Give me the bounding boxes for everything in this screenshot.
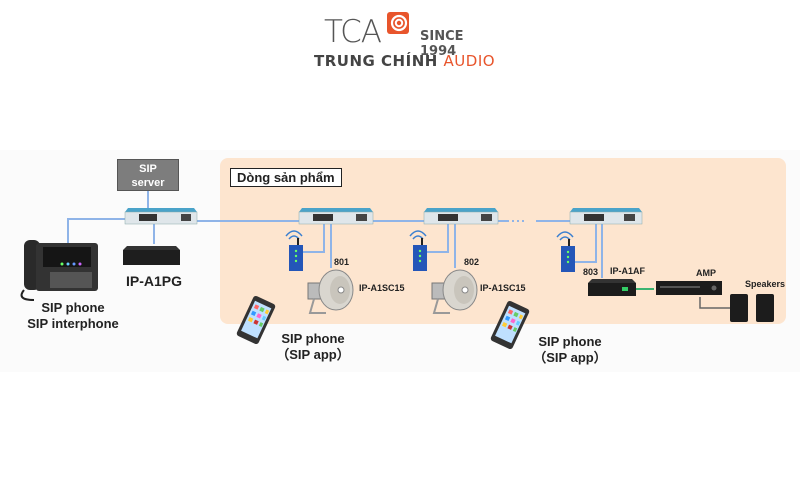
ip-a1af-device-icon: [588, 279, 636, 296]
sip-server-box: SIP server: [117, 159, 179, 191]
extension-802: 802: [464, 257, 480, 267]
gateway-label: IP-A1PG: [126, 273, 183, 289]
sip-server-line1: SIP: [139, 163, 157, 175]
speakers-label: Speakers: [745, 279, 786, 289]
extension-803: 803: [583, 267, 599, 277]
wireless-ap-icon-3: [556, 231, 575, 272]
smartphone-icon-1: [236, 295, 276, 345]
ap-link-1: [303, 222, 325, 253]
sip-app-label-1: SIP phone （SIP app）: [268, 331, 358, 363]
sip-app-label-2-line1: SIP phone: [538, 334, 602, 349]
smartphone-icon-2: [490, 300, 530, 350]
ap-link-2: [427, 222, 449, 253]
sip-app-label-2: SIP phone （SIP app）: [525, 334, 615, 366]
horn-speaker-icon-1: [307, 269, 354, 314]
amplifier-icon: [656, 281, 722, 295]
network-lines: [67, 191, 603, 278]
sip-server-line2: server: [131, 177, 165, 189]
horn-speaker-icon-2: [431, 269, 478, 314]
product-line-label: Dòng sản phẩm: [230, 168, 342, 187]
device-label-2: IP-A1SC15: [480, 283, 526, 293]
wireless-ap-icon-1: [285, 230, 303, 271]
wireless-ap-icon-2: [409, 230, 427, 271]
logo-name-main: TRUNG CHÍNH: [314, 52, 438, 70]
desk-phone-label-line1: SIP phone: [41, 300, 105, 315]
device-label-3: IP-A1AF: [610, 266, 646, 276]
extension-801: 801: [334, 257, 350, 267]
sip-app-label-1-line1: SIP phone: [281, 331, 345, 346]
wall-speakers-icon: [730, 294, 774, 322]
phone-link: [67, 218, 130, 245]
switch-icon-3: [569, 208, 643, 225]
device-label-1: IP-A1SC15: [359, 283, 405, 293]
desk-phone-label: SIP phone SIP interphone: [14, 300, 132, 332]
amp-label: AMP: [696, 268, 716, 278]
logo-brand: TCA: [324, 14, 382, 50]
switch-icon-1: [298, 208, 374, 225]
desk-phone-label-line2: SIP interphone: [27, 316, 119, 331]
logo-company-name: TRUNG CHÍNH AUDIO: [314, 52, 495, 70]
logo-since: SINCE 1994: [420, 29, 464, 59]
switch-icon-2: [423, 208, 499, 225]
gateway-device-icon: [123, 246, 180, 265]
sip-desk-phone-icon: [20, 240, 98, 301]
sip-app-label-1-line2: （SIP app）: [276, 347, 350, 362]
switch-icon-main: [124, 208, 198, 225]
tca-logo: TCA SINCE 1994 TRUNG CHÍNH AUDIO: [314, 12, 495, 74]
logo-name-accent: AUDIO: [443, 52, 496, 70]
sip-app-label-2-line2: （SIP app）: [533, 350, 607, 365]
ap-link-3: [575, 222, 597, 263]
speaker-cable: [699, 297, 738, 309]
logo-mark-icon: [387, 12, 409, 34]
